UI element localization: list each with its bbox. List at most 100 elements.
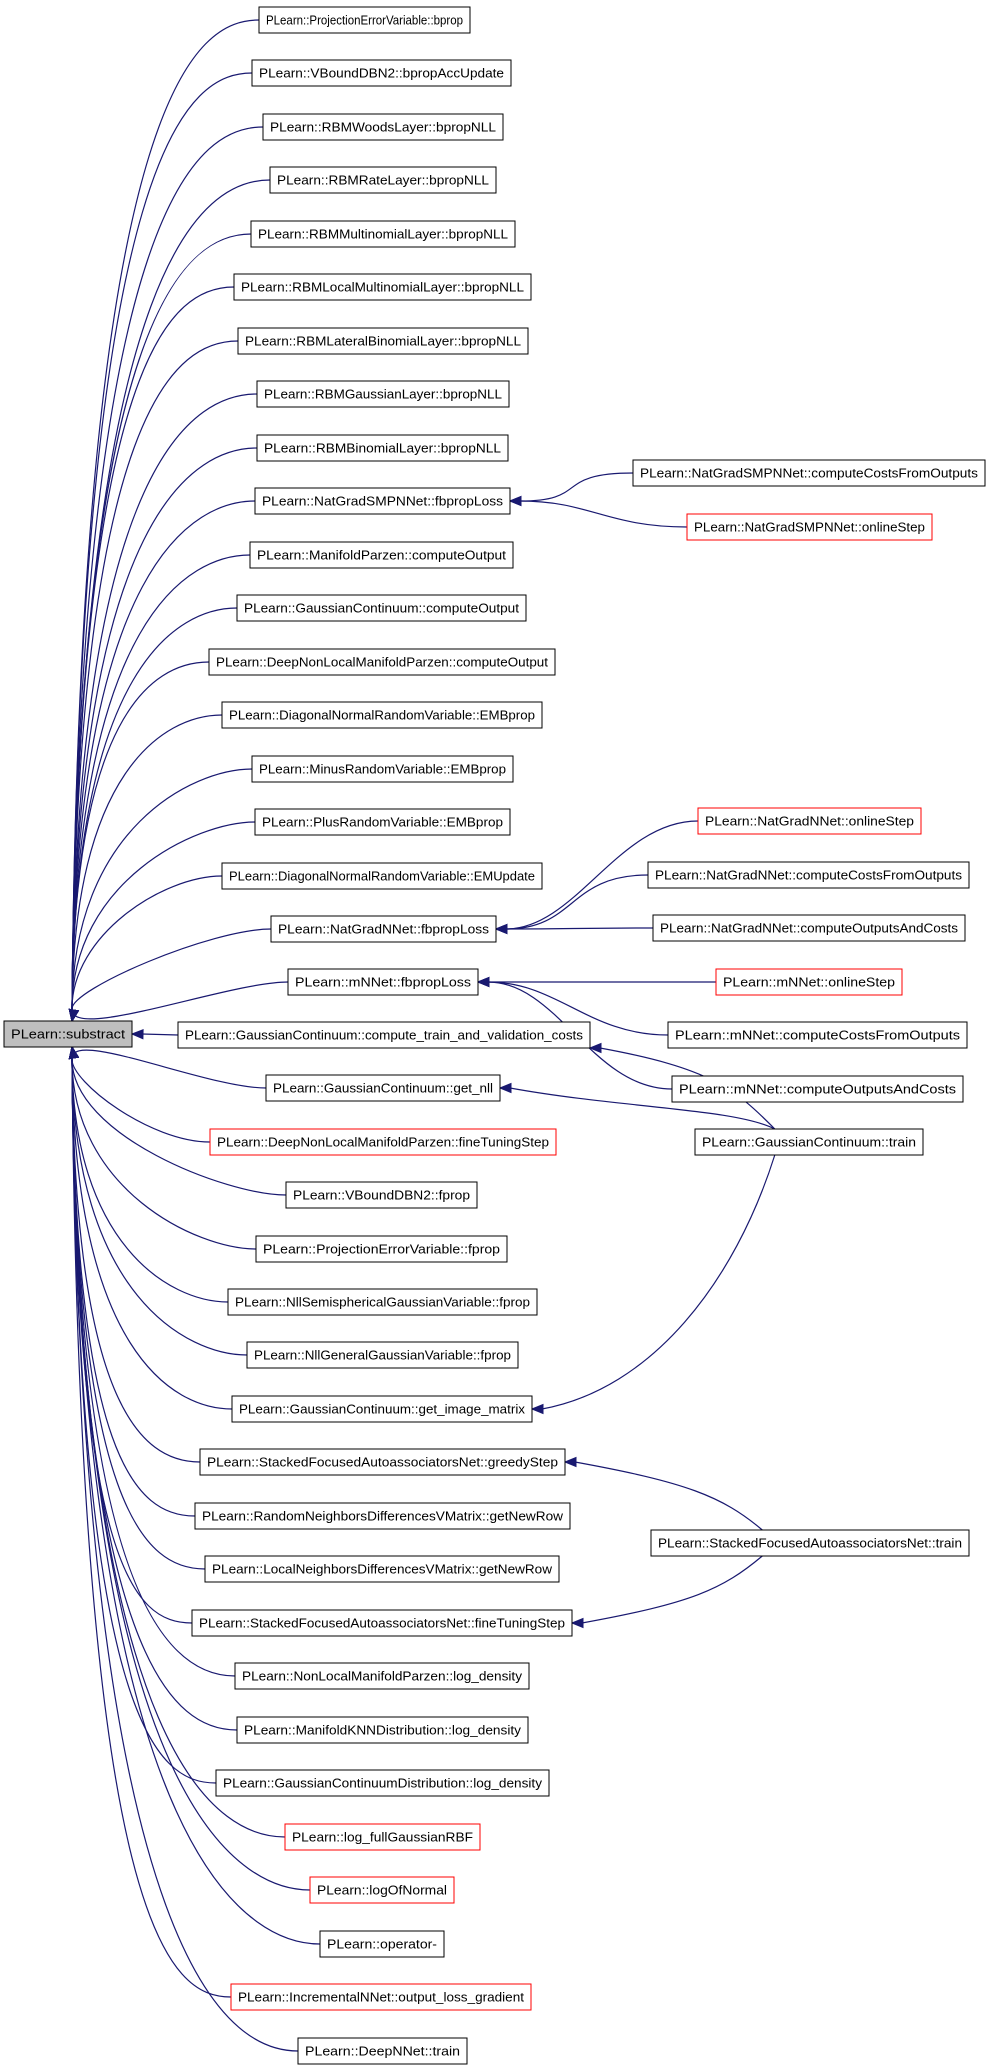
- node-n1[interactable]: PLearn::VBoundDBN2::bpropAccUpdate: [251, 59, 512, 87]
- edge-r8-to-n20: [509, 1087, 776, 1130]
- node-box: [255, 1235, 508, 1263]
- node-n19[interactable]: PLearn::GaussianContinuum::compute_train…: [177, 1021, 591, 1049]
- node-n4[interactable]: PLearn::RBMMultinomialLayer::bpropNLL: [250, 220, 516, 248]
- node-n8[interactable]: PLearn::RBMBinomialLayer::bpropNLL: [256, 434, 509, 462]
- node-label: PLearn::RBMWoodsLayer::bpropNLL: [270, 120, 496, 135]
- node-label: PLearn::DiagonalNormalRandomVariable::EM…: [229, 869, 535, 884]
- node-n18[interactable]: PLearn::mNNet::fbpropLoss: [287, 968, 479, 996]
- node-r7[interactable]: PLearn::mNNet::computeOutputsAndCosts: [671, 1075, 964, 1103]
- arrowhead-r9-to-n27: [563, 1456, 577, 1468]
- node-r0[interactable]: PLearn::NatGradSMPNNet::computeCostsFrom…: [632, 459, 986, 487]
- node-box: [297, 2037, 468, 2065]
- node-n38[interactable]: PLearn::DeepNNet::train: [297, 2037, 468, 2065]
- node-box: [236, 1716, 529, 1744]
- node-box: [686, 513, 933, 541]
- node-n24[interactable]: PLearn::NllSemisphericalGaussianVariable…: [227, 1288, 538, 1316]
- node-n23[interactable]: PLearn::ProjectionErrorVariable::fprop: [255, 1235, 508, 1263]
- node-box: [254, 487, 511, 515]
- node-label: PLearn::NatGradNNet::onlineStep: [705, 814, 914, 829]
- edge-n2-to-root: [71, 126, 264, 1010]
- node-label: PLearn::ProjectionErrorVariable::fprop: [263, 1242, 500, 1257]
- node-label: PLearn::RBMBinomialLayer::bpropNLL: [264, 441, 501, 456]
- node-n17[interactable]: PLearn::NatGradNNet::fbpropLoss: [270, 915, 497, 943]
- node-box: [254, 808, 511, 836]
- node-n27[interactable]: PLearn::StackedFocusedAutoassociatorsNet…: [199, 1448, 566, 1476]
- node-n11[interactable]: PLearn::GaussianContinuum::computeOutput: [236, 594, 527, 622]
- node-n25[interactable]: PLearn::NllGeneralGaussianVariable::fpro…: [246, 1341, 519, 1369]
- node-n12[interactable]: PLearn::DeepNonLocalManifoldParzen::comp…: [208, 648, 556, 676]
- node-box: [204, 1555, 560, 1583]
- node-r9[interactable]: PLearn::StackedFocusedAutoassociatorsNet…: [650, 1529, 970, 1557]
- node-n36[interactable]: PLearn::operator-: [319, 1930, 445, 1958]
- node-box: [647, 861, 970, 889]
- arrowhead-n19-to-root: [130, 1029, 144, 1040]
- root-node[interactable]: PLearn::substract: [3, 1020, 133, 1048]
- arrowhead-r1-to-n9: [508, 495, 522, 507]
- node-n0[interactable]: PLearn::ProjectionErrorVariable::bprop: [258, 6, 471, 34]
- node-n3[interactable]: PLearn::RBMRateLayer::bpropNLL: [269, 166, 497, 194]
- node-label: PLearn::NatGradNNet::computeOutputsAndCo…: [660, 921, 959, 936]
- arrowhead-r8-to-n19: [588, 1042, 602, 1054]
- node-n31[interactable]: PLearn::NonLocalManifoldParzen::log_dens…: [234, 1662, 530, 1690]
- node-box: [234, 1662, 530, 1690]
- node-n37[interactable]: PLearn::IncrementalNNet::output_loss_gra…: [230, 1983, 532, 2011]
- node-n15[interactable]: PLearn::PlusRandomVariable::EMBprop: [254, 808, 511, 836]
- edge-n1-to-root: [71, 72, 253, 1010]
- node-box: [191, 1609, 573, 1637]
- node-n29[interactable]: PLearn::LocalNeighborsDifferencesVMatrix…: [204, 1555, 560, 1583]
- node-n32[interactable]: PLearn::ManifoldKNNDistribution::log_den…: [236, 1716, 529, 1744]
- node-r1[interactable]: PLearn::NatGradSMPNNet::onlineStep: [686, 513, 933, 541]
- node-box: [221, 701, 543, 729]
- node-box: [667, 1021, 968, 1049]
- node-box: [285, 1181, 478, 1209]
- node-box: [697, 807, 922, 835]
- node-n13[interactable]: PLearn::DiagonalNormalRandomVariable::EM…: [221, 701, 543, 729]
- node-n26[interactable]: PLearn::GaussianContinuum::get_image_mat…: [231, 1395, 533, 1423]
- node-box: [694, 1128, 924, 1156]
- node-n2[interactable]: PLearn::RBMWoodsLayer::bpropNLL: [262, 113, 504, 141]
- node-n14[interactable]: PLearn::MinusRandomVariable::EMBprop: [251, 755, 514, 783]
- node-n33[interactable]: PLearn::GaussianContinuumDistribution::l…: [215, 1769, 550, 1797]
- node-box: [284, 1823, 481, 1851]
- arrowhead-r4-to-n17: [494, 923, 508, 935]
- node-n5[interactable]: PLearn::RBMLocalMultinomialLayer::bpropN…: [233, 273, 532, 301]
- node-box: [246, 1341, 519, 1369]
- node-n28[interactable]: PLearn::RandomNeighborsDifferencesVMatri…: [194, 1502, 571, 1530]
- node-n7[interactable]: PLearn::RBMGaussianLayer::bpropNLL: [256, 380, 510, 408]
- node-n35[interactable]: PLearn::logOfNormal: [309, 1876, 455, 1904]
- node-r4[interactable]: PLearn::NatGradNNet::computeOutputsAndCo…: [652, 914, 966, 942]
- node-box: [251, 59, 512, 87]
- node-box: [258, 6, 471, 34]
- node-n9[interactable]: PLearn::NatGradSMPNNet::fbpropLoss: [254, 487, 511, 515]
- edge-n12-to-root: [71, 661, 210, 1010]
- node-n20[interactable]: PLearn::GaussianContinuum::get_nll: [265, 1074, 501, 1102]
- edge-r1-to-n9: [519, 500, 688, 528]
- node-label: PLearn::StackedFocusedAutoassociatorsNet…: [658, 1536, 962, 1551]
- node-r2[interactable]: PLearn::NatGradNNet::onlineStep: [697, 807, 922, 835]
- node-n22[interactable]: PLearn::VBoundDBN2::fprop: [285, 1181, 478, 1209]
- node-n16[interactable]: PLearn::DiagonalNormalRandomVariable::EM…: [221, 862, 543, 890]
- edge-n19-to-root: [141, 1033, 179, 1036]
- node-label: PLearn::GaussianContinuum::compute_train…: [185, 1028, 584, 1043]
- node-label: PLearn::mNNet::fbpropLoss: [295, 975, 472, 990]
- edge-n26-to-root: [71, 1058, 233, 1410]
- node-label: PLearn::substract: [11, 1027, 125, 1042]
- node-n30[interactable]: PLearn::StackedFocusedAutoassociatorsNet…: [191, 1609, 573, 1637]
- node-n21[interactable]: PLearn::DeepNonLocalManifoldParzen::fine…: [209, 1128, 557, 1156]
- node-r6[interactable]: PLearn::mNNet::computeCostsFromOutputs: [667, 1021, 968, 1049]
- node-label: PLearn::RBMLocalMultinomialLayer::bpropN…: [241, 280, 524, 295]
- node-box: [250, 220, 516, 248]
- node-n10[interactable]: PLearn::ManifoldParzen::computeOutput: [249, 541, 514, 569]
- node-r8[interactable]: PLearn::GaussianContinuum::train: [694, 1128, 924, 1156]
- arrowhead-r8-to-n20: [498, 1082, 512, 1094]
- node-label: PLearn::GaussianContinuum::get_nll: [273, 1081, 493, 1096]
- node-label: PLearn::GaussianContinuum::train: [702, 1135, 916, 1150]
- node-n6[interactable]: PLearn::RBMLateralBinomialLayer::bpropNL…: [237, 327, 529, 355]
- node-r3[interactable]: PLearn::NatGradNNet::computeCostsFromOut…: [647, 861, 970, 889]
- node-n34[interactable]: PLearn::log_fullGaussianRBF: [284, 1823, 481, 1851]
- node-label: PLearn::VBoundDBN2::fprop: [293, 1188, 470, 1203]
- node-label: PLearn::NllGeneralGaussianVariable::fpro…: [254, 1348, 511, 1363]
- node-box: [230, 1983, 532, 2011]
- node-r5[interactable]: PLearn::mNNet::onlineStep: [715, 968, 903, 996]
